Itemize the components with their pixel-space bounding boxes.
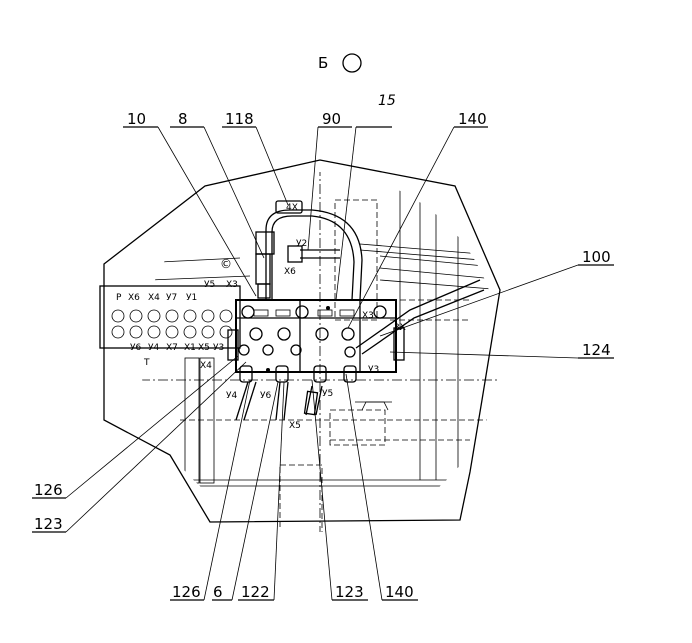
callouts-right: 100 124 <box>379 248 614 359</box>
terminal-x7: X7 <box>166 343 178 353</box>
callouts-left: 126 123 <box>32 355 247 533</box>
circled-mark: © <box>220 257 232 271</box>
hose-fittings <box>235 365 357 421</box>
valve-block <box>227 299 405 373</box>
terminal-screws-upper <box>111 309 233 323</box>
callout-122: 122 <box>241 583 270 601</box>
terminal-row-bottom: У6 У4 X7 X1 X5 У3 <box>130 343 224 353</box>
terminal-y6: У6 <box>130 343 141 353</box>
callout-100: 100 <box>582 248 611 266</box>
callouts-top: 10 8 118 90 140 <box>123 110 488 329</box>
callout-124: 124 <box>582 341 611 359</box>
terminal-y1: У1 <box>186 293 197 303</box>
terminal-y3: У3 <box>213 343 224 353</box>
label-4x: 4X <box>286 203 298 213</box>
terminal-strip: P X6 X4 У7 У1 У6 У4 X7 X <box>99 285 241 368</box>
callout-126-left: 126 <box>34 481 63 499</box>
callout-6: 6 <box>213 583 223 601</box>
terminal-x1: X1 <box>184 343 196 353</box>
terminal-p: P <box>116 293 122 303</box>
label-y5-upper: У5 <box>204 280 215 290</box>
callout-90: 90 <box>322 110 341 128</box>
view-label: Б <box>318 54 328 72</box>
pipe-loop <box>255 200 363 301</box>
label-y3: У3 <box>368 365 379 375</box>
terminal-x6: X6 <box>128 293 140 303</box>
callout-126-bottom: 126 <box>172 583 201 601</box>
terminal-x5: X5 <box>198 343 210 353</box>
pipe-to-3x <box>355 279 485 355</box>
label-x6-top: X6 <box>284 267 296 277</box>
detail-view-outline <box>103 159 501 523</box>
label-3x: 3X <box>394 323 406 333</box>
terminal-row-top: P X6 X4 У7 У1 <box>116 293 197 303</box>
label-x3-upper: X3 <box>226 280 238 290</box>
terminal-y4: У4 <box>148 343 159 353</box>
label-x4-left: X4 <box>200 361 212 371</box>
terminal-screws-lower <box>111 325 233 339</box>
label-x3-right: X3 <box>362 311 374 321</box>
background-structure <box>140 172 500 532</box>
label-y6: У6 <box>260 391 271 401</box>
label-y4: У4 <box>226 391 237 401</box>
callout-140-bottom: 140 <box>385 583 414 601</box>
part-labels: 4X У2 X6 У5 X3 © X3 3X X4 У3 У4 У6 У5 X5 <box>200 203 406 431</box>
label-y5-lower: У5 <box>322 389 333 399</box>
callout-118: 118 <box>225 110 254 128</box>
terminal-x4: X4 <box>148 293 160 303</box>
callout-140-top: 140 <box>458 110 487 128</box>
callout-10: 10 <box>127 110 146 128</box>
label-t: T <box>143 358 150 368</box>
label-y2: У2 <box>296 239 307 249</box>
callout-123-left: 123 <box>34 515 63 533</box>
sheet-mark: 15 <box>378 93 396 109</box>
callout-123-bottom: 123 <box>335 583 364 601</box>
callout-8: 8 <box>178 110 188 128</box>
terminal-y7: У7 <box>166 293 177 303</box>
label-x5: X5 <box>289 421 301 431</box>
view-circle-marker <box>342 53 362 73</box>
callouts-bottom: 126 6 122 123 140 <box>170 373 418 601</box>
